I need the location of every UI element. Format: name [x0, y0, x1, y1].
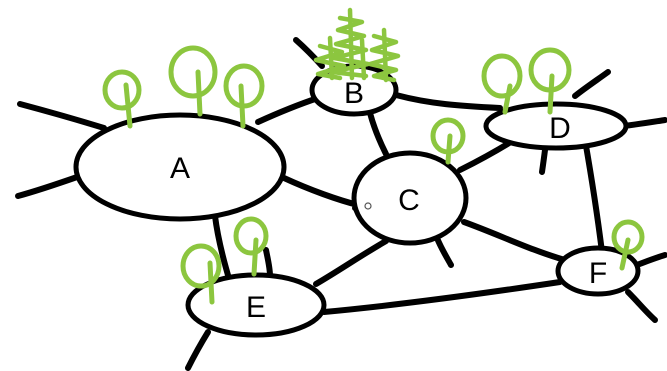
- road-end: [263, 247, 273, 279]
- node-f-label: F: [589, 257, 607, 290]
- tree-icon: [481, 53, 523, 115]
- edge-b-c: [367, 110, 389, 157]
- edge-c-d: [457, 137, 517, 173]
- edges: [212, 92, 605, 315]
- tree-icon: [528, 47, 572, 115]
- tree-icon: [430, 117, 466, 165]
- node-labels: A B C D E F: [170, 77, 607, 324]
- forest-icon: [313, 7, 401, 83]
- tree-icon: [180, 243, 222, 305]
- tree-icon: [233, 216, 269, 277]
- node-a-label: A: [170, 152, 190, 185]
- edge-e-f: [321, 279, 563, 315]
- tree-icon: [223, 63, 265, 129]
- junction-marker: [364, 202, 372, 210]
- edge-a-b: [255, 95, 321, 125]
- node-b-label: B: [344, 77, 364, 110]
- road-end: [185, 329, 211, 371]
- road-end: [625, 289, 658, 323]
- tree-icon: [611, 219, 645, 271]
- nodes: [73, 63, 641, 338]
- node-c: [351, 150, 469, 246]
- node-d-label: D: [549, 112, 571, 145]
- edge-c-e: [313, 238, 389, 287]
- road-end: [15, 173, 83, 199]
- edge-b-d: [393, 92, 503, 111]
- road-end: [621, 117, 667, 129]
- tree-icon: [102, 69, 142, 129]
- road-end: [539, 147, 548, 175]
- edge-d-f: [582, 137, 605, 255]
- trees: [102, 45, 645, 305]
- road-end: [572, 69, 611, 99]
- node-c-label: C: [398, 184, 420, 217]
- road-end: [293, 37, 325, 69]
- edge-c-f: [461, 219, 568, 263]
- node-a: [73, 112, 287, 222]
- road-end: [434, 235, 454, 268]
- node-f: [555, 245, 641, 297]
- edge-a-c: [281, 175, 361, 208]
- road-end: [17, 101, 107, 131]
- node-d: [483, 101, 629, 151]
- tree-icon: [168, 45, 218, 117]
- node-e-label: E: [246, 291, 266, 324]
